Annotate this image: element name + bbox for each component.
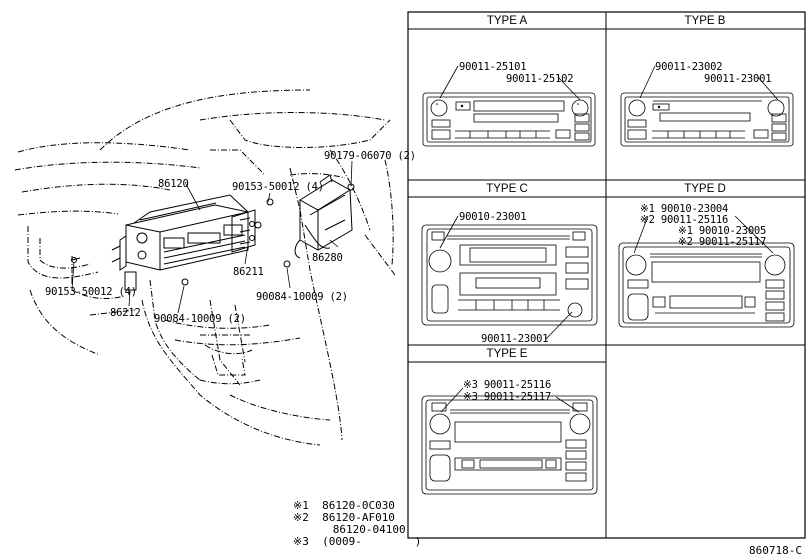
type-b-title: TYPE B <box>684 15 726 27</box>
type-a-title: TYPE A <box>486 15 528 27</box>
type-d-title: TYPE D <box>684 183 726 195</box>
label-90084-10009-right: 90084-10009 (2) <box>256 291 348 303</box>
type-c-title: TYPE C <box>486 183 528 195</box>
footnote-1: ※1 86120-0C030 <box>293 499 395 512</box>
type-d-label-2: ※2 90011-25116 <box>640 214 729 226</box>
label-90179-06070: 90179-06070 (2) <box>324 150 416 162</box>
radio-type-d <box>618 242 795 328</box>
type-b-label-2: 90011-23001 <box>704 73 772 85</box>
type-b-label-1: 90011-23002 <box>655 61 723 73</box>
type-a-label-2: 90011-25102 <box>506 73 574 85</box>
car-dashboard-illustration <box>14 89 396 446</box>
type-e-title: TYPE E <box>486 348 528 360</box>
leader-lines <box>71 160 353 314</box>
type-d-label-1: ※1 90010-23004 <box>640 203 729 215</box>
footnote-2: ※2 86120-AF010 <box>293 511 395 524</box>
type-d-label-4: ※2 90011-25117 <box>678 236 767 248</box>
label-86120: 86120 <box>158 178 189 190</box>
radio-unit-illustration <box>71 174 355 291</box>
radio-type-e <box>421 395 598 495</box>
radio-type-a <box>422 92 596 147</box>
type-a-label-1: 90011-25101 <box>459 61 527 73</box>
type-grid <box>407 11 806 539</box>
type-c-label-1: 90010-23001 <box>459 211 527 223</box>
type-e-label-1: ※3 90011-25116 <box>463 379 552 391</box>
radio-type-c <box>421 224 598 326</box>
label-86212: 86212 <box>110 307 141 319</box>
type-c-label-2: 90011-23001 <box>481 333 549 345</box>
type-d-label-3: ※1 90010-23005 <box>678 225 767 237</box>
label-90084-10009-left: 90084-10009 (2) <box>154 313 246 325</box>
label-90153-50012-left: 90153-50012 (4) <box>45 286 137 298</box>
label-90153-50012-top: 90153-50012 (4) <box>232 181 324 193</box>
footnote-3: 86120-04100 <box>293 523 406 536</box>
type-leader-lines <box>439 65 779 413</box>
radio-type-b <box>620 92 794 147</box>
label-86211: 86211 <box>233 266 264 278</box>
footnote-4: ※3 (0009- ) <box>293 535 422 548</box>
type-e-label-2: ※3 90011-25117 <box>463 391 552 403</box>
label-86280: 86280 <box>312 252 343 264</box>
figure-id: 860718-C <box>749 544 802 557</box>
